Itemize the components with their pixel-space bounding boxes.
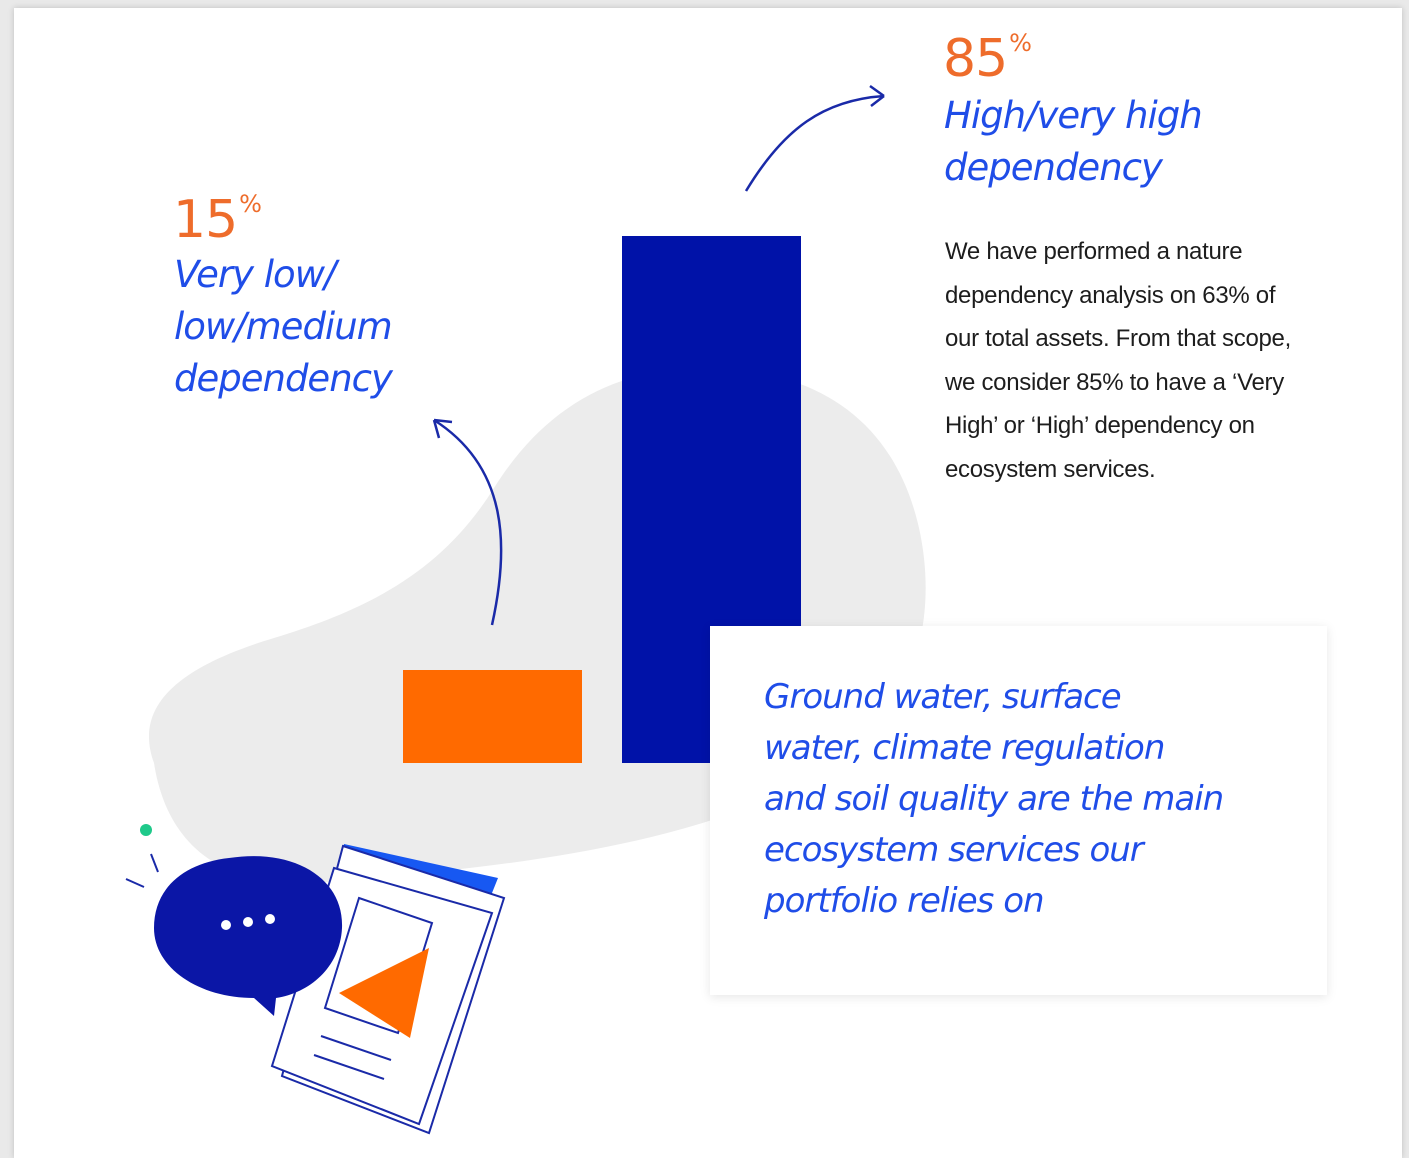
category-label-low: Very low/ low/medium dependency: [174, 253, 393, 400]
unit-high: %: [1009, 29, 1032, 57]
arrow-high-head-icon: [869, 84, 885, 107]
callout-text: Ground water, surface water, climate reg…: [764, 677, 1224, 921]
callout-box: Ground water, surface water, climate reg…: [710, 626, 1327, 995]
arrow-low-icon: [433, 418, 503, 626]
value-low: 15: [173, 190, 238, 250]
unit-low: %: [239, 190, 262, 218]
value-label-low: 15%: [173, 192, 262, 246]
dependency-chart: [125, 84, 885, 1135]
arrow-low-head-icon: [432, 418, 453, 439]
description-text: We have performed a nature dependency an…: [945, 238, 1291, 483]
sparkle-dot-icon: [140, 824, 152, 836]
arrow-high-icon: [744, 94, 885, 192]
bar-low: [403, 670, 582, 763]
speech-bubble-icon: [125, 824, 343, 1016]
value-high: 85: [943, 29, 1008, 89]
value-label-high: 85%: [943, 31, 1032, 85]
category-label-high: High/very high dependency: [944, 94, 1203, 189]
infographic-page: 15% Very low/ low/medium dependency 85% …: [14, 8, 1402, 1158]
